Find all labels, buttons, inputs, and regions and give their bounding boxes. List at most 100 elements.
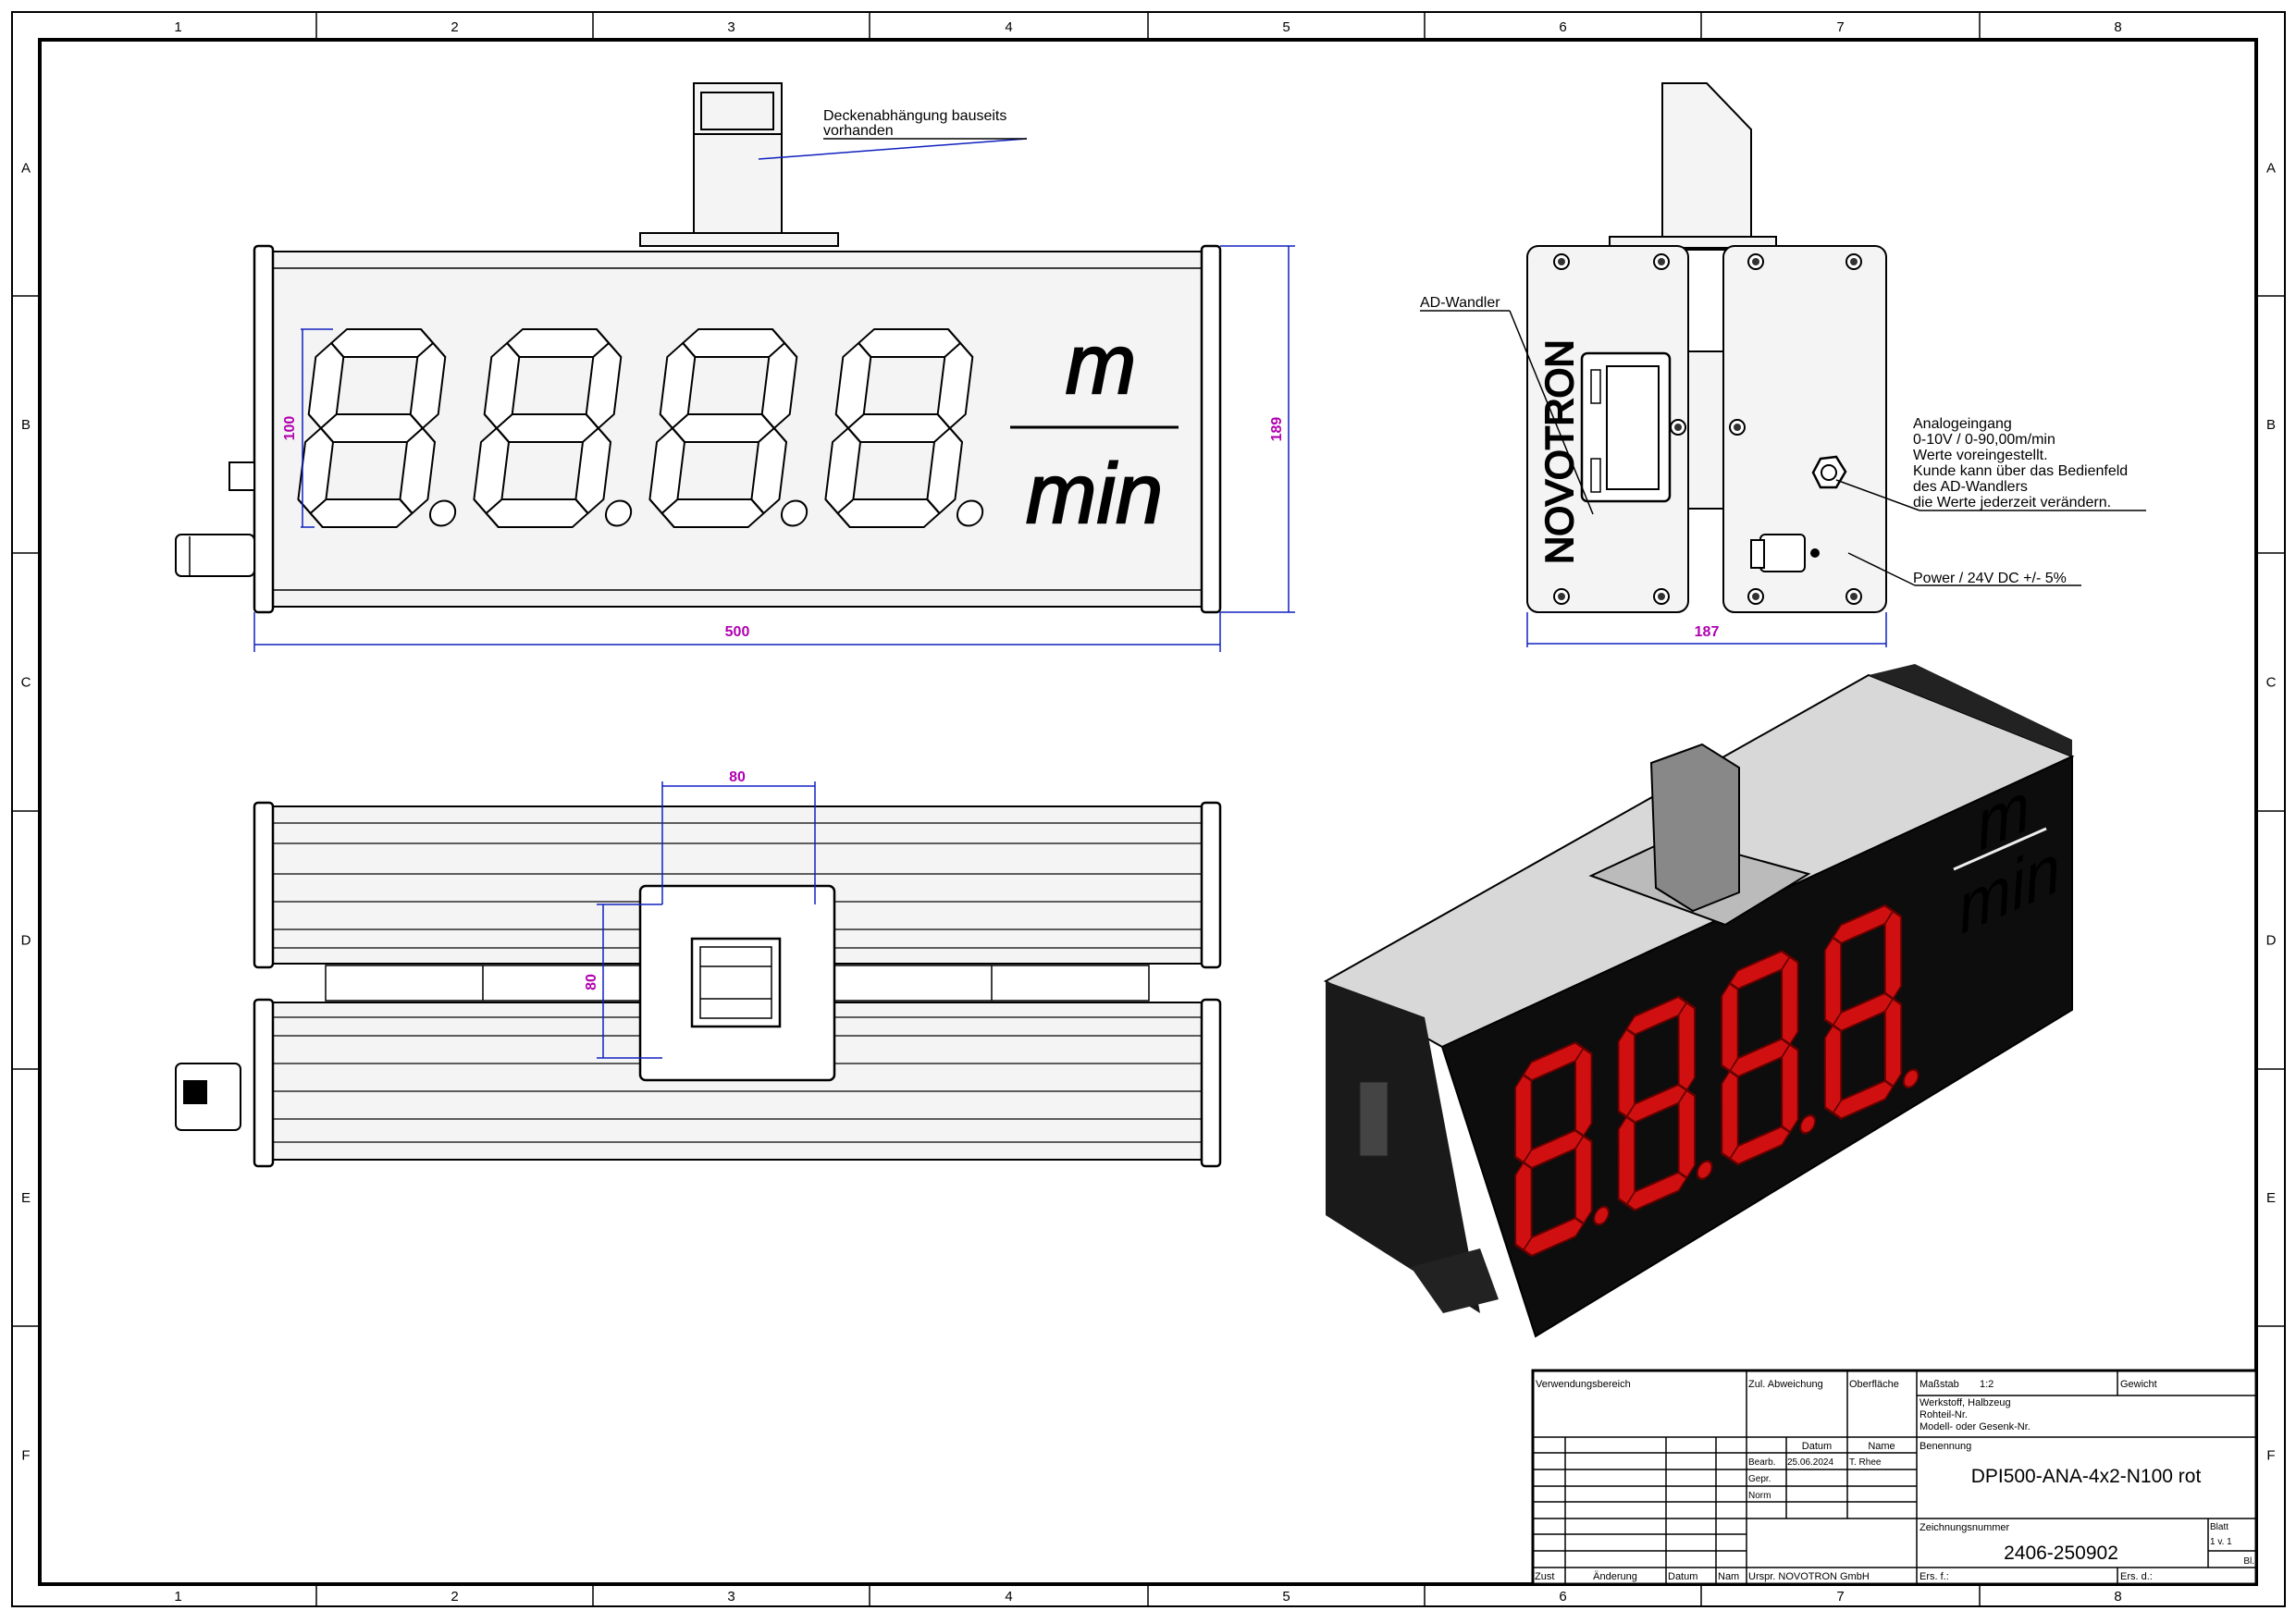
zone-column-label: 8 [2114, 19, 2121, 35]
digit-segment [1781, 955, 1799, 1046]
digit-segment [1823, 936, 1843, 1027]
tb-norm: Norm [1748, 1491, 1771, 1501]
digit-segment [1677, 1001, 1697, 1092]
tb-bearb-name: T. Rhee [1849, 1457, 1882, 1468]
screw-head [1752, 593, 1759, 600]
tb-modell: Modell- oder Gesenk-Nr. [1920, 1421, 2031, 1432]
unit-m: m [1066, 317, 1137, 412]
side-hanger-post [1661, 82, 1752, 251]
tb-zul-abweichung: Zul. Abweichung [1748, 1379, 1823, 1390]
tb-datum: Datum [1668, 1571, 1697, 1582]
iso-digits [1514, 904, 1920, 1258]
digit-segment [682, 328, 786, 358]
digit-segment [1883, 997, 1903, 1088]
iso-ad-display [1359, 1081, 1389, 1157]
decimal-point [428, 499, 457, 527]
zone-row-label: D [2266, 933, 2277, 949]
digit-segment [846, 413, 951, 443]
analog-connector [228, 461, 255, 491]
zone-column-label: 2 [451, 19, 458, 35]
digit-segment [297, 427, 335, 514]
digit-segment [1617, 1115, 1636, 1206]
tb-verwendungsbereich: Verwendungsbereich [1536, 1379, 1631, 1390]
zone-row-label: A [2266, 161, 2276, 177]
zone-row-label: C [2266, 675, 2277, 691]
power-connector [175, 534, 255, 577]
tb-nam: Nam [1718, 1571, 1739, 1582]
dim-hole-x: 80 [729, 769, 746, 785]
digit-segment [1721, 1070, 1739, 1161]
zone-row-label: F [21, 1448, 30, 1464]
zone-row-label: F [2266, 1448, 2275, 1464]
digit-segment [1883, 909, 1903, 1001]
end-cap-left [253, 244, 275, 614]
hole-dimensions [597, 781, 816, 1059]
zone-column-label: 8 [2114, 1589, 2121, 1605]
digit-segment [473, 427, 511, 514]
tb-blatt-label: Blatt [2210, 1522, 2228, 1532]
zone-column-label: 5 [1282, 1589, 1290, 1605]
side-spacer [1687, 350, 1724, 510]
analog-note-line: Analogeingang [1913, 416, 2012, 432]
digit-segment [485, 498, 589, 528]
tb-gepr: Gepr. [1748, 1474, 1771, 1484]
title-block: Verwendungsbereich Zul. Abweichung Oberf… [1531, 1369, 2258, 1586]
ad-converter [1580, 351, 1672, 503]
screw-head [1658, 258, 1665, 265]
dim-depth: 187 [1695, 624, 1720, 640]
digit-segment [399, 427, 437, 514]
digit-segment [1574, 1135, 1593, 1225]
zone-row-label: E [21, 1190, 31, 1206]
brand-logo: NOVOTRON [1537, 339, 1581, 564]
digit-segment [750, 427, 788, 514]
screw-head [1752, 258, 1759, 265]
digit-segment [1617, 1027, 1636, 1118]
front-view: Deckenabhängung bauseits vorhanden m min… [175, 82, 1295, 652]
digit-segment [1823, 1024, 1843, 1114]
analog-note-line: 0-10V / 0-90,00m/min [1913, 432, 2055, 448]
tb-massstab-value: 1:2 [1980, 1379, 1994, 1390]
digit-segment [660, 498, 765, 528]
side-panel-right [1722, 245, 1887, 613]
top-view: 80 80 [175, 769, 1222, 1168]
iso-rear-cap [1869, 664, 2072, 756]
dim-height: 189 [1269, 417, 1285, 442]
hanger-plate [639, 232, 839, 247]
digit-segment [495, 413, 599, 443]
seven-segment-digit [297, 328, 457, 528]
zone-column-label: 4 [1005, 1589, 1012, 1605]
tb-rohteil: Rohteil-Nr. [1920, 1409, 1968, 1420]
screw-head [1734, 424, 1741, 431]
digit-segment [1721, 982, 1739, 1073]
zone-column-label: 7 [1836, 1589, 1844, 1605]
zone-column-label: 3 [727, 19, 734, 35]
unit-min: min [1026, 447, 1163, 541]
dim-width: 500 [725, 624, 750, 640]
digit-segment [648, 427, 686, 514]
decimal-point [604, 499, 633, 527]
analog-note-line: Werte voreingestellt. [1913, 448, 2048, 463]
analog-note-line: die Werte jederzeit verändern. [1913, 495, 2111, 510]
seven-segment-digit [1823, 904, 1920, 1120]
digit-segment [671, 413, 775, 443]
digit-segment [836, 498, 941, 528]
tb-massstab-label: Maßstab [1920, 1379, 1959, 1390]
zone-column-label: 7 [1836, 19, 1844, 35]
seven-segment-digit [1617, 995, 1713, 1211]
zone-column-label: 2 [451, 1589, 458, 1605]
tb-ers-f: Ers. f.: [1920, 1571, 1949, 1582]
seven-segment-digit [824, 328, 984, 528]
zone-row-label: B [2266, 417, 2276, 433]
digit-segment [858, 328, 962, 358]
tb-zeichnungsnummer: 2406-250902 [2004, 1543, 2118, 1564]
hanger-post [693, 82, 783, 238]
zone-column-label: 1 [174, 19, 181, 35]
iso-power-connector [1411, 1248, 1499, 1313]
ad-leader [1509, 310, 1594, 515]
tb-benennung-label: Benennung [1920, 1441, 1971, 1452]
screw-head [1558, 593, 1565, 600]
zone-column-label: 6 [1559, 19, 1566, 35]
tb-benennung: DPI500-ANA-4x2-N100 rot [1971, 1466, 2202, 1487]
tb-zust: Zust [1535, 1571, 1554, 1582]
